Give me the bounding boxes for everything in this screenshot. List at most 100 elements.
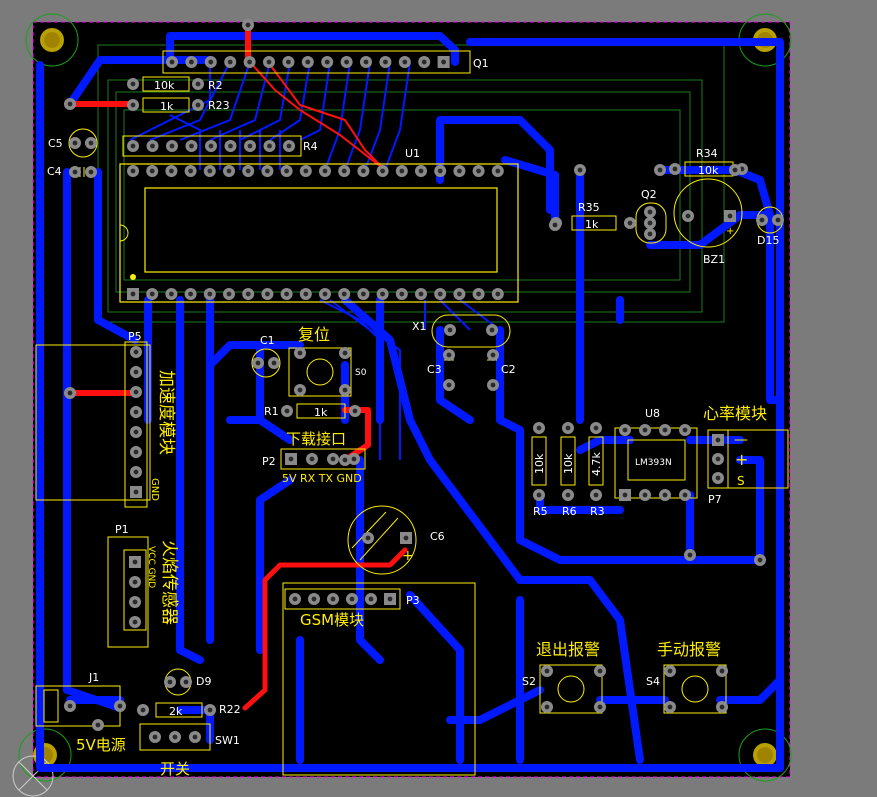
r23-label: R23 bbox=[208, 99, 230, 112]
pad-hole bbox=[303, 291, 309, 297]
u1-mcu[interactable] bbox=[119, 163, 519, 303]
exit-alarm-label: 退出报警 bbox=[536, 640, 600, 659]
pad-hole bbox=[476, 291, 481, 297]
u1-label: U1 bbox=[405, 147, 420, 160]
pad-hole bbox=[167, 679, 173, 685]
r34-value: 10k bbox=[698, 164, 719, 177]
pad-hole bbox=[402, 59, 408, 65]
p5-header[interactable] bbox=[124, 341, 148, 508]
component-pads bbox=[64, 19, 784, 743]
q1-header[interactable] bbox=[162, 50, 471, 74]
c2-label: C2 bbox=[501, 363, 516, 376]
pad-hole bbox=[536, 425, 542, 431]
pad-hole bbox=[715, 475, 721, 481]
pad-hole bbox=[647, 231, 653, 237]
pad-hole bbox=[399, 168, 405, 174]
pad-hole bbox=[265, 168, 270, 174]
pad-hole bbox=[672, 166, 678, 172]
r3-value: 4.7k bbox=[590, 452, 603, 476]
bz1-buzzer[interactable] bbox=[673, 178, 743, 248]
pad-hole bbox=[208, 59, 214, 65]
pad-hole bbox=[565, 492, 571, 498]
pad-hole bbox=[133, 349, 139, 355]
pad-hole bbox=[662, 427, 668, 433]
pad-hole bbox=[383, 59, 388, 65]
pad-hole bbox=[715, 456, 721, 462]
x1-crystal[interactable] bbox=[431, 314, 511, 348]
s2-label: S2 bbox=[522, 675, 536, 688]
sw1-label: SW1 bbox=[215, 734, 240, 747]
p3-header[interactable] bbox=[284, 588, 401, 610]
s2-exit-button[interactable] bbox=[539, 664, 603, 714]
bottom-layer-thin-traces bbox=[129, 61, 501, 460]
pad-hole bbox=[311, 596, 317, 602]
pad-hole bbox=[403, 535, 409, 541]
flame-module-outline bbox=[107, 536, 149, 648]
pad-hole bbox=[228, 143, 233, 149]
pad-hole bbox=[271, 360, 277, 366]
board-outline bbox=[32, 21, 791, 778]
pad-hole bbox=[133, 469, 139, 475]
pad-hole bbox=[642, 427, 648, 433]
pad-hole bbox=[657, 167, 663, 173]
sw1-switch[interactable] bbox=[139, 723, 211, 751]
pad-hole bbox=[380, 291, 385, 297]
pad-hole bbox=[245, 291, 251, 297]
u8-value: LM393N bbox=[635, 458, 672, 468]
c1-label: C1 bbox=[260, 334, 275, 347]
pad-hole bbox=[67, 101, 73, 107]
r4-header[interactable] bbox=[122, 135, 302, 157]
r23-value: 1k bbox=[160, 100, 174, 113]
pad-hole bbox=[437, 291, 443, 297]
pad-hole bbox=[133, 389, 139, 395]
p2-label: P2 bbox=[262, 455, 276, 468]
p7-header[interactable] bbox=[707, 429, 789, 489]
pad-hole bbox=[322, 291, 328, 297]
pad-hole bbox=[732, 167, 738, 173]
pad-hole bbox=[446, 382, 452, 388]
manual-alarm-label: 手动报警 bbox=[657, 640, 721, 659]
pad-hole bbox=[189, 59, 194, 65]
pad-hole bbox=[245, 22, 251, 28]
pad-hole bbox=[169, 143, 175, 149]
pad-hole bbox=[292, 596, 298, 602]
pad-hole bbox=[368, 596, 374, 602]
p1-header[interactable] bbox=[123, 549, 147, 631]
heart-rate-module-label: 心率模块 bbox=[703, 404, 767, 423]
pad-hole bbox=[132, 599, 138, 605]
pad-hole bbox=[495, 291, 501, 297]
pad-hole bbox=[489, 327, 495, 333]
s4-manual-button[interactable] bbox=[663, 664, 727, 714]
pad-hole bbox=[682, 492, 688, 498]
pad-hole bbox=[418, 291, 424, 297]
pad-hole bbox=[88, 169, 94, 175]
s0-label: S0 bbox=[355, 368, 367, 378]
pad-hole bbox=[172, 734, 178, 740]
pad-hole bbox=[192, 734, 198, 740]
download-port-label: 下载接口 bbox=[286, 430, 346, 448]
p5-gnd-label: GND bbox=[149, 478, 160, 501]
pad-hole bbox=[441, 59, 446, 65]
pad-hole bbox=[322, 168, 328, 174]
pad-hole bbox=[207, 291, 213, 297]
flame-sensor-label: 火焰传感器 bbox=[159, 540, 179, 625]
pad-hole bbox=[67, 703, 73, 709]
p2-header[interactable] bbox=[280, 448, 366, 470]
pad-hole bbox=[457, 168, 462, 174]
r4-label: R4 bbox=[303, 140, 318, 153]
pad-hole bbox=[437, 168, 443, 174]
pad-hole bbox=[352, 408, 358, 414]
p7-plus-label: + bbox=[735, 450, 748, 469]
pad-hole bbox=[132, 559, 138, 565]
u8-comparator[interactable] bbox=[614, 427, 698, 499]
c6-capacitor[interactable] bbox=[347, 505, 417, 575]
pad-hole bbox=[195, 81, 201, 87]
s0-reset-button[interactable] bbox=[288, 347, 352, 397]
reset-label: 复位 bbox=[298, 325, 330, 344]
r5-value: 10k bbox=[533, 453, 546, 474]
pad-hole bbox=[330, 456, 336, 462]
pad-hole bbox=[247, 59, 253, 65]
pad-hole bbox=[361, 291, 366, 297]
pad-hole bbox=[719, 704, 725, 710]
